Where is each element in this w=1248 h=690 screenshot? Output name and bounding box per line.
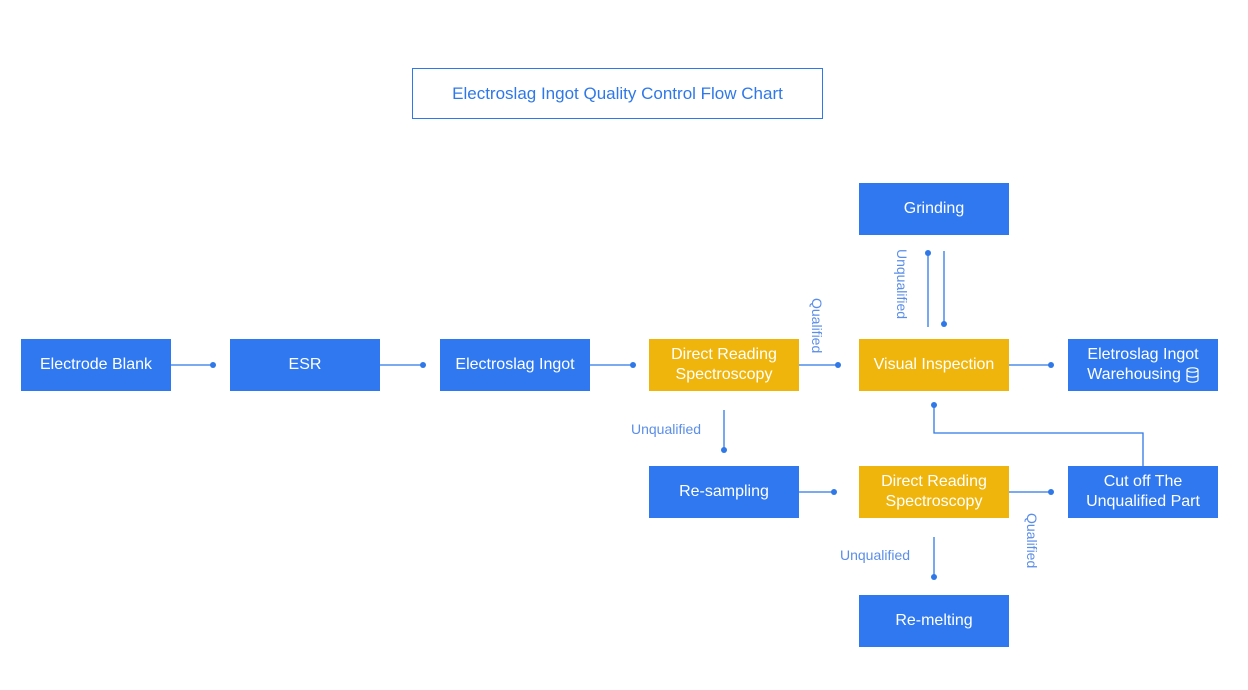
- node-label-line1: Eletroslag Ingot: [1087, 346, 1199, 363]
- connector-dot: [941, 321, 947, 327]
- connector-dot: [831, 489, 837, 495]
- node-label-line2: Unqualified Part: [1086, 493, 1200, 510]
- connector-dot: [721, 447, 727, 453]
- node-ingot-warehousing[interactable]: Eletroslag Ingot Warehousing: [1068, 339, 1218, 391]
- node-visual-inspection[interactable]: Visual Inspection: [859, 339, 1009, 391]
- node-grinding[interactable]: Grinding: [859, 183, 1009, 235]
- node-label: Visual Inspection: [873, 356, 995, 373]
- node-label-line2: Warehousing: [1087, 366, 1181, 383]
- connector-dot: [210, 362, 216, 368]
- node-electrode-blank[interactable]: Electrode Blank: [21, 339, 171, 391]
- node-direct-reading-spectroscopy-2[interactable]: Direct Reading Spectroscopy: [859, 466, 1009, 518]
- edge-label-unqualified-grinding: Unqualified: [894, 249, 910, 320]
- node-label-line1: Cut off The: [1103, 473, 1183, 490]
- connector-dot: [1048, 489, 1054, 495]
- edge-label-unqualified-resampling: Unqualified: [631, 421, 702, 437]
- node-label-line1: Direct Reading: [671, 346, 777, 363]
- connector-dot: [420, 362, 426, 368]
- connector-dot: [925, 250, 931, 256]
- edge-label-unqualified-remelting: Unqualified: [840, 547, 911, 563]
- connector-cutoff-visual: [933, 405, 1144, 466]
- node-label: Re-sampling: [679, 483, 769, 500]
- node-label: Electroslag Ingot: [455, 356, 575, 373]
- edge-label-qualified-1: Qualified: [809, 298, 825, 354]
- node-label: ESR: [288, 356, 322, 373]
- chart-title: Electroslag Ingot Quality Control Flow C…: [412, 68, 823, 119]
- node-re-sampling[interactable]: Re-sampling: [649, 466, 799, 518]
- node-cut-off-unqualified-part[interactable]: Cut off The Unqualified Part: [1068, 466, 1218, 518]
- node-label-line2: Spectroscopy: [885, 493, 983, 510]
- connector-dot: [931, 402, 937, 408]
- database-icon: [1186, 367, 1199, 383]
- chart-title-text: Electroslag Ingot Quality Control Flow C…: [452, 83, 783, 103]
- edge-label-qualified-2: Qualified: [1024, 513, 1040, 569]
- connector-dot: [630, 362, 636, 368]
- node-direct-reading-spectroscopy-1[interactable]: Direct Reading Spectroscopy: [649, 339, 799, 391]
- node-label-line2: Spectroscopy: [675, 366, 773, 383]
- node-label: Electrode Blank: [39, 356, 153, 373]
- connector-dot: [835, 362, 841, 368]
- node-label-line1: Direct Reading: [881, 473, 987, 490]
- node-re-melting[interactable]: Re-melting: [859, 595, 1009, 647]
- node-esr[interactable]: ESR: [230, 339, 380, 391]
- connector-dot: [931, 574, 937, 580]
- node-label: Grinding: [903, 200, 965, 217]
- node-electroslag-ingot[interactable]: Electroslag Ingot: [440, 339, 590, 391]
- connector-dot: [1048, 362, 1054, 368]
- node-label: Re-melting: [895, 612, 973, 629]
